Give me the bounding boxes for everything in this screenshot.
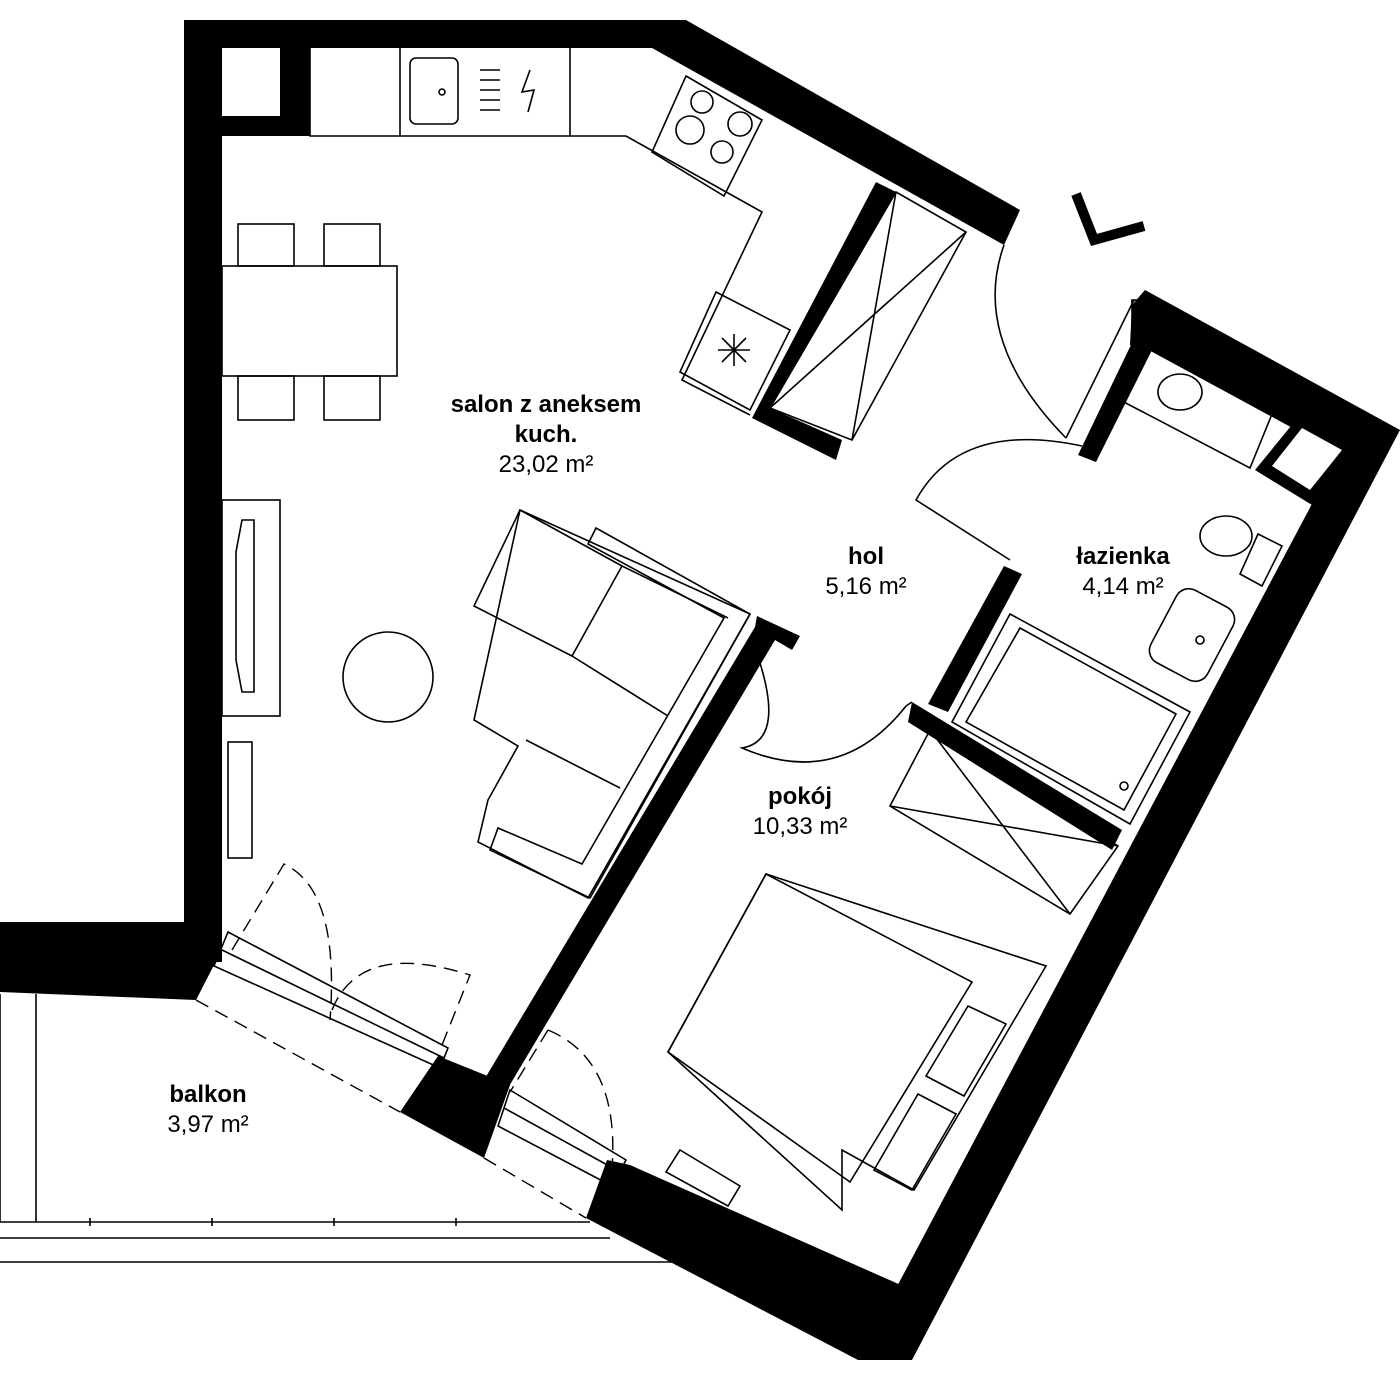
wall-balcony-corner	[0, 922, 222, 1000]
chair	[323, 375, 381, 421]
wall-wardrobe-kitchen	[752, 182, 896, 460]
room-area: 23,02 m²	[498, 451, 594, 478]
room-area: 3,97 m²	[167, 1111, 249, 1138]
room-area: 5,16 m²	[825, 573, 907, 600]
wall-bathroom-outer	[1130, 290, 1400, 470]
label-salon: salon z aneksem kuch. 23,02 m²	[434, 390, 658, 480]
wall-bathroom-bottom	[908, 702, 1122, 850]
room-name: łazienka	[1076, 543, 1170, 570]
bathroom-fixtures	[950, 344, 1284, 826]
room-name: hol	[848, 543, 884, 570]
bathroom-door	[914, 438, 1083, 561]
desk	[664, 1148, 742, 1208]
toilet-icon	[1199, 515, 1253, 557]
wall-bathroom-left-upper	[1078, 322, 1162, 462]
balcony-railing	[0, 994, 690, 1263]
dining-table	[221, 223, 398, 421]
wardrobe-kitchen	[768, 190, 968, 442]
room-name: kuch.	[514, 421, 578, 448]
balcony-door-pokoj	[483, 1029, 628, 1219]
radiator	[227, 741, 253, 859]
sink-icon	[409, 57, 459, 125]
label-balkon: balkon 3,97 m²	[148, 1080, 268, 1140]
room-name: balkon	[169, 1081, 247, 1108]
wall-bottom	[586, 1160, 912, 1360]
wardrobe-pokoj	[888, 728, 1120, 916]
entrance-door	[994, 244, 1147, 439]
room-area: 4,14 m²	[1082, 573, 1164, 600]
pillow	[872, 1092, 958, 1192]
kitchen-counter	[309, 48, 792, 416]
bathtub-icon	[950, 612, 1192, 826]
room-area: 10,33 m²	[752, 813, 848, 840]
chair	[237, 223, 295, 267]
label-pokoj: pokój 10,33 m²	[740, 782, 860, 842]
interior-walls	[222, 48, 1355, 1088]
room-name: pokój	[768, 783, 832, 810]
bed	[666, 872, 1048, 1212]
wall-salon-pokoj	[484, 616, 800, 1088]
shaft-kitchen-inner	[222, 48, 280, 116]
coffee-table	[342, 631, 434, 723]
washbasin-icon	[1148, 587, 1236, 683]
tv-cabinet	[221, 499, 281, 859]
cooktop-icon	[650, 74, 764, 198]
room-name: salon z aneksem	[450, 391, 642, 418]
dishwasher-icon	[520, 69, 536, 113]
pokoj-door	[739, 639, 913, 763]
washing-machine-icon	[1157, 373, 1203, 411]
wall-bathroom-left-lower	[928, 566, 1022, 712]
shaft-bathroom-inner	[1272, 428, 1342, 490]
balcony-door-salon	[195, 863, 471, 1113]
sofa	[472, 508, 752, 900]
wall-right	[858, 430, 1400, 1360]
exterior-walls	[0, 20, 1400, 1360]
fridge-icon	[678, 290, 792, 412]
chair	[237, 375, 295, 421]
pillow	[924, 1004, 1008, 1098]
wall-left	[184, 20, 222, 962]
label-hol: hol 5,16 m²	[806, 542, 926, 602]
wall-column	[400, 1056, 510, 1158]
wall-top	[184, 20, 1020, 245]
chair	[323, 223, 381, 267]
entrance-arrow-icon	[1071, 192, 1146, 247]
label-lazienka: łazienka 4,14 m²	[1058, 542, 1188, 602]
